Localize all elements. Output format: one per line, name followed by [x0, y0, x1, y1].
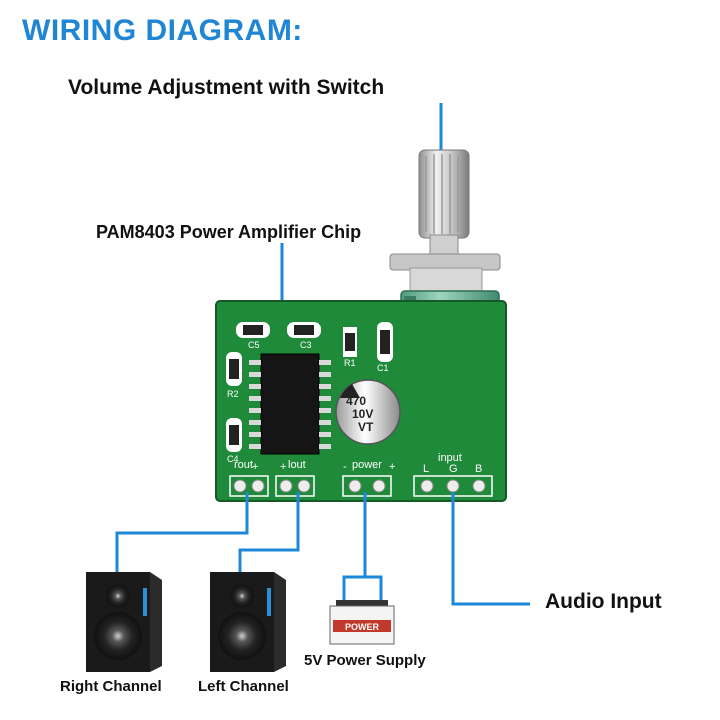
- ref-c1: C1: [377, 363, 389, 373]
- volume-label: Volume Adjustment with Switch: [68, 76, 385, 99]
- svg-text:+: +: [389, 461, 395, 473]
- wires: [115, 492, 530, 606]
- ref-r2: R2: [227, 389, 239, 399]
- cap-label-vt: VT: [358, 420, 374, 434]
- power-supply-label: 5V Power Supply: [304, 652, 426, 669]
- diagram-title: WIRING DIAGRAM:: [22, 14, 303, 47]
- left-channel-label: Left Channel: [198, 678, 289, 695]
- cap-label-470: 470: [346, 394, 367, 408]
- board-label-lout: lout: [288, 459, 306, 471]
- svg-text:+: +: [280, 461, 286, 473]
- ref-r1: R1: [344, 358, 356, 368]
- speaker-right: [86, 572, 162, 672]
- svg-text:POWER: POWER: [345, 622, 380, 632]
- ref-c5: C5: [248, 340, 260, 350]
- pcb-board: + + - +: [215, 300, 507, 502]
- board-label-power: power: [352, 459, 382, 471]
- board-pin-L: L: [423, 463, 430, 475]
- cap-label-10v: 10V: [352, 407, 374, 421]
- battery-icon: POWER: [329, 600, 395, 645]
- svg-text:-: -: [343, 461, 347, 473]
- ref-c4: C4: [227, 454, 239, 464]
- speaker-left: [210, 572, 286, 672]
- chip-label: PAM8403 Power Amplifier Chip: [96, 222, 362, 242]
- audio-input-label: Audio Input: [545, 590, 662, 613]
- board-label-rout: rout: [234, 459, 253, 471]
- board-pin-G: G: [449, 463, 458, 475]
- ref-c3: C3: [300, 340, 312, 350]
- right-channel-label: Right Channel: [60, 678, 162, 695]
- board-label-input: input: [438, 452, 462, 464]
- svg-text:+: +: [252, 461, 258, 473]
- board-pin-B: B: [475, 463, 483, 475]
